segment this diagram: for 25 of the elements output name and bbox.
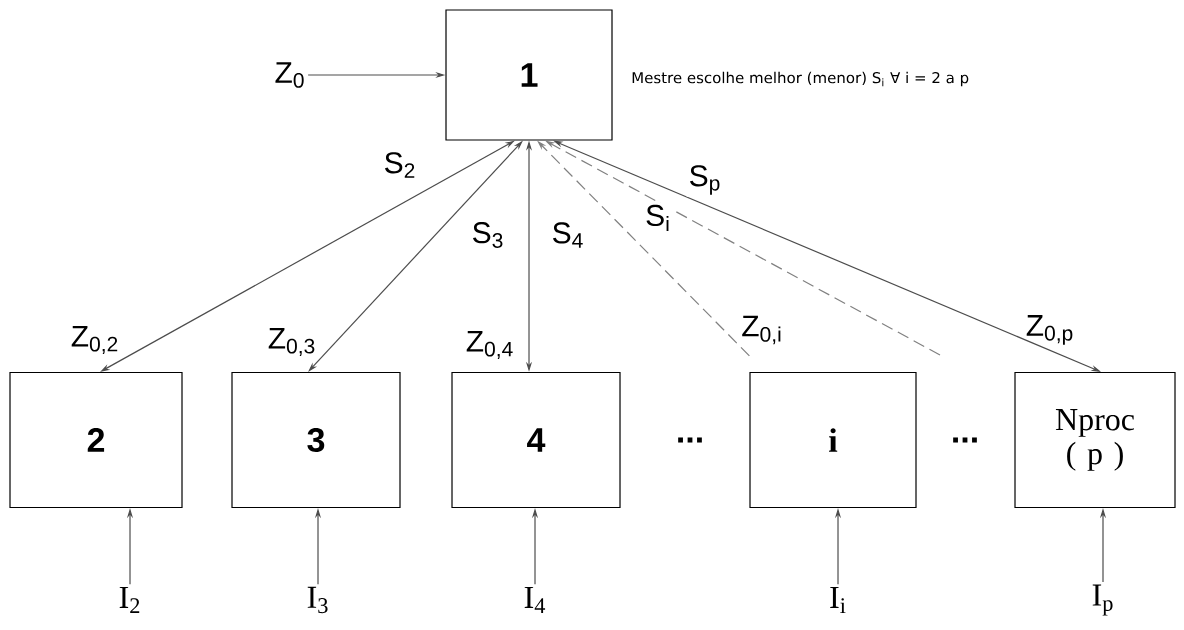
process-box: 1 [445,9,613,141]
process-box: 3 [231,371,401,509]
variable-label: I$_{4}$ [524,586,546,614]
variable-label: I$_{2}$ [119,586,140,614]
edge-label: S$_{2}$ [381,150,419,180]
edge-label: S$_{p}$ [686,163,724,197]
ellipsis: ... [948,435,982,445]
process-box: 2 [9,371,183,509]
variable-label: I$_{p}$ [1092,584,1113,616]
edge-label: S$_{3}$ [469,220,507,250]
variable-label: Z$_{0,p}$ [1023,313,1077,347]
variable-label: I$_{i}$ [830,586,846,614]
edge-label: S$_{4}$ [549,220,587,250]
ellipsis: ... [673,435,707,445]
process-box: 4 [451,371,621,509]
variable-label: Z$_{0,4}$ [463,328,517,362]
variable-label: Z$_{0,3}$ [265,325,319,359]
variable-label: I$_{3}$ [307,586,328,614]
variable-label: Z$_{0,i}$ [739,313,785,347]
process-box: i [749,371,917,509]
variable-label: Z$_{0}$ [275,62,304,88]
variable-label: Z$_{0,2}$ [68,323,122,357]
edge-label: S$_{i}$ [643,202,673,234]
process-box: Nproc ( p ) [1014,371,1176,509]
node-caption: Mestre escolhe melhor (menor) S$_{i}$ ∀ i = 2 a p [632,71,969,87]
